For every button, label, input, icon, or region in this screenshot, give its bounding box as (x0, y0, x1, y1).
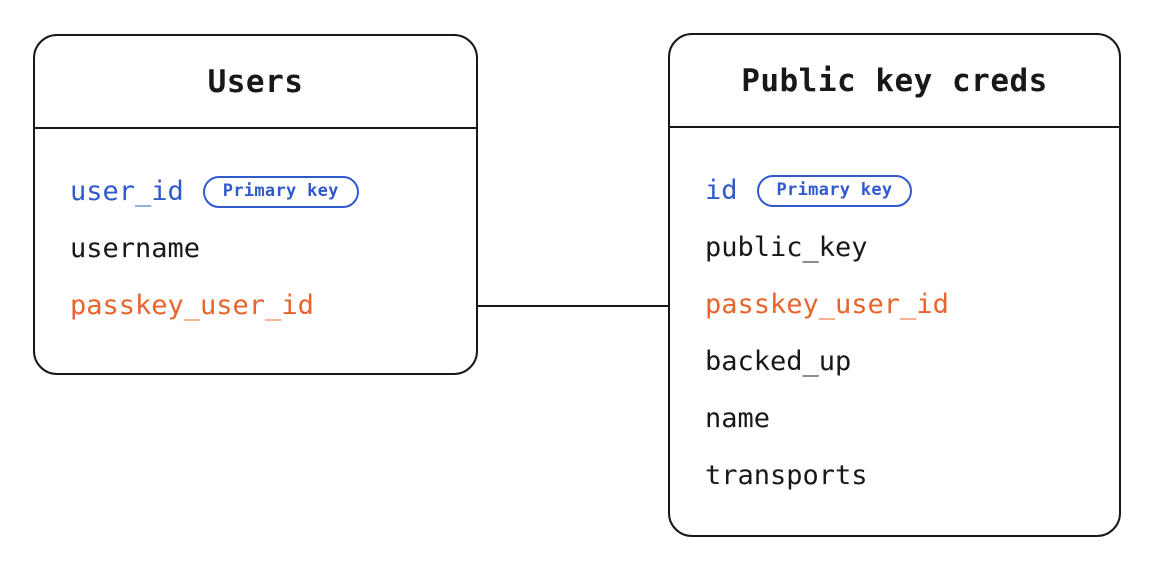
field-row[interactable]: passkey_user_id (35, 277, 476, 334)
field-row[interactable]: user_id Primary key (35, 163, 476, 220)
entity-fields-users: user_id Primary key username passkey_user_i… (35, 129, 476, 334)
entity-header-users: Users (35, 36, 476, 129)
field-row[interactable]: id Primary key (670, 162, 1119, 219)
primary-key-badge: Primary key (756, 174, 913, 207)
field-name-user_id: user_id (70, 176, 184, 207)
field-name-backed_up: backed_up (705, 346, 852, 377)
primary-key-badge-label: Primary key (776, 180, 893, 200)
field-name-transports: transports (705, 460, 868, 491)
field-row[interactable]: transports (670, 447, 1119, 504)
field-name-name: name (705, 403, 771, 434)
field-row[interactable]: name (670, 390, 1119, 447)
field-row[interactable]: passkey_user_id (670, 276, 1119, 333)
field-row[interactable]: public_key (670, 219, 1119, 276)
field-name-passkey_user_id: passkey_user_id (705, 289, 949, 320)
field-name-public_key: public_key (705, 232, 868, 263)
entity-title-users: Users (207, 63, 304, 100)
entity-box-users[interactable]: Users user_id Primary key username passkey_u… (33, 34, 478, 375)
entity-title-public-key-creds: Public key creds (741, 62, 1048, 99)
entity-header-public-key-creds: Public key creds (670, 35, 1119, 128)
field-row[interactable]: backed_up (670, 333, 1119, 390)
field-name-id: id (705, 175, 738, 206)
field-row[interactable]: username (35, 220, 476, 277)
field-name-username: username (70, 233, 201, 264)
primary-key-badge: Primary key (202, 175, 359, 208)
relationship-connector-users-to-public-key-creds (477, 305, 669, 308)
field-name-passkey_user_id: passkey_user_id (70, 290, 314, 321)
primary-key-badge-label: Primary key (222, 181, 339, 201)
